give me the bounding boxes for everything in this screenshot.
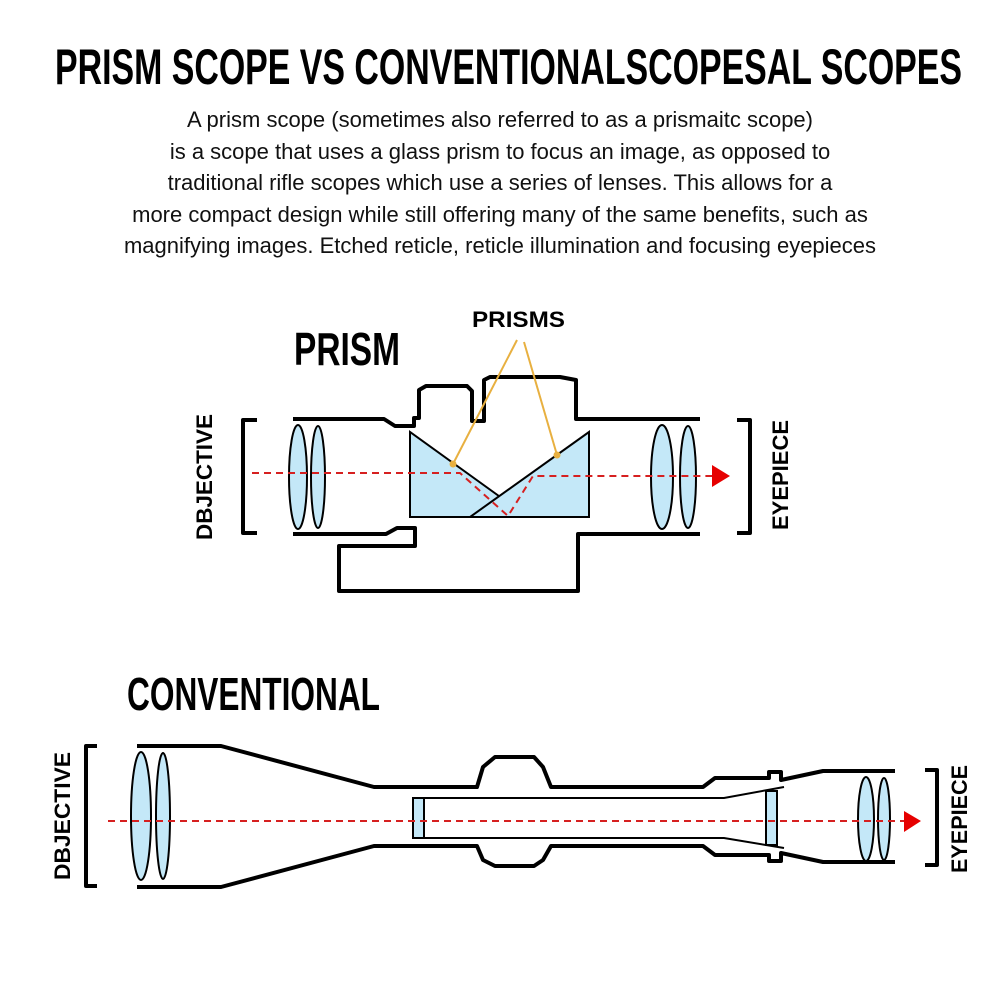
conventional-heading: CONVENTIONAL (127, 668, 380, 720)
prism-scope-diagram: PRISM PRISMS DBJECTIVE EYEPIECE (192, 307, 793, 593)
conventional-scope-top-outline (137, 744, 895, 789)
prism-heading: PRISM (294, 323, 400, 375)
description-line: is a scope that uses a glass prism to fo… (170, 139, 830, 164)
description: A prism scope (sometimes also referred t… (124, 107, 876, 258)
eyepiece-bracket (925, 768, 939, 867)
light-ray (252, 472, 712, 518)
eyepiece-lens (877, 777, 891, 861)
erector-tube (412, 786, 785, 849)
erector-glass (412, 797, 425, 839)
callout-line (452, 339, 518, 465)
objective-lens (310, 425, 326, 529)
description-line: more compact design while still offering… (132, 202, 868, 227)
objective-lens (288, 424, 308, 530)
callout-dot (449, 460, 457, 468)
page-title: PRISM SCOPE VS CONVENTIONALSCOPESAL SCOP… (55, 39, 962, 95)
eyepiece-label: EYEPIECE (947, 765, 972, 873)
arrow-head-icon (712, 465, 730, 487)
objective-lens (155, 752, 171, 880)
objective-label: DBJECTIVE (192, 414, 217, 540)
callout-line (523, 341, 558, 456)
objective-lens (130, 751, 152, 881)
description-line: A prism scope (sometimes also referred t… (187, 107, 813, 132)
objective-label: DBJECTIVE (50, 752, 75, 880)
objective-bracket (84, 744, 97, 888)
description-line: magnifying images. Etched reticle, retic… (124, 233, 876, 258)
prism-scope-top-outline (293, 375, 700, 428)
prism-scope-bottom-outline (293, 526, 700, 593)
description-line: traditional rifle scopes which use a ser… (168, 170, 834, 195)
erector-glass (765, 790, 778, 846)
conventional-scope-diagram: CONVENTIONAL DBJECTIVE EYEPIECE (50, 668, 972, 889)
right-prism (466, 430, 590, 518)
prisms-callout-label: PRISMS (472, 307, 565, 332)
objective-bracket (241, 418, 257, 535)
conventional-scope-bottom-outline (137, 844, 895, 889)
eyepiece-bracket (737, 418, 752, 535)
eyepiece-lens (857, 776, 875, 862)
arrow-head-icon (904, 811, 921, 832)
eyepiece-label: EYEPIECE (768, 420, 793, 530)
callout-dot (553, 451, 561, 459)
